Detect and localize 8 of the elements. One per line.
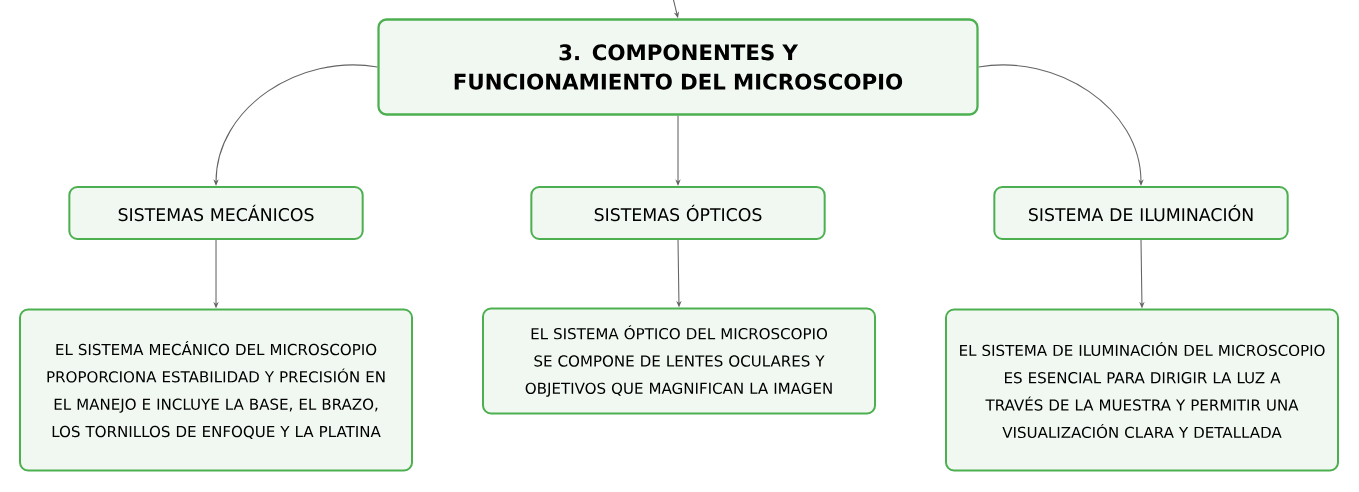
topic-box: 3. COMPONENTES Y FUNCIONAMIENTO DEL MICROSCOPIO [377,18,979,116]
subtopic-box: SISTEMAS ÓPTICOS [530,186,826,240]
arrow [978,64,1144,186]
description-box: EL SISTEMA DE ILUMINACIÓN DEL MICROSCOPIO ES ESENCIAL PARA DIRIGIR LA LUZ A TRAVÉS DE LA MUESTRA Y PERMITIR UNA VISUALIZACIÓN CLARA Y DETALLADA [945,308,1339,472]
description-box: EL SISTEMA ÓPTICO DEL MICROSCOPIO SE COMPONE DE LENTES OCULARES Y OBJETIVOS QUE MAGNIFICAN LA IMAGEN [482,307,876,415]
description-box: EL SISTEMA MECÁNICO DEL MICROSCOPIO PROPORCIONA ESTABILIDAD Y PRECISIÓN EN EL MANEJO E INCLUYE LA BASE, EL BRAZO, LOS TORNILLOS DE ENFOQUE Y LA PLATINA [19,308,413,472]
subtopic-box: SISTEMA DE ILUMINACIÓN [993,186,1289,240]
subtopic-box: SISTEMAS MECÁNICOS [68,186,364,240]
